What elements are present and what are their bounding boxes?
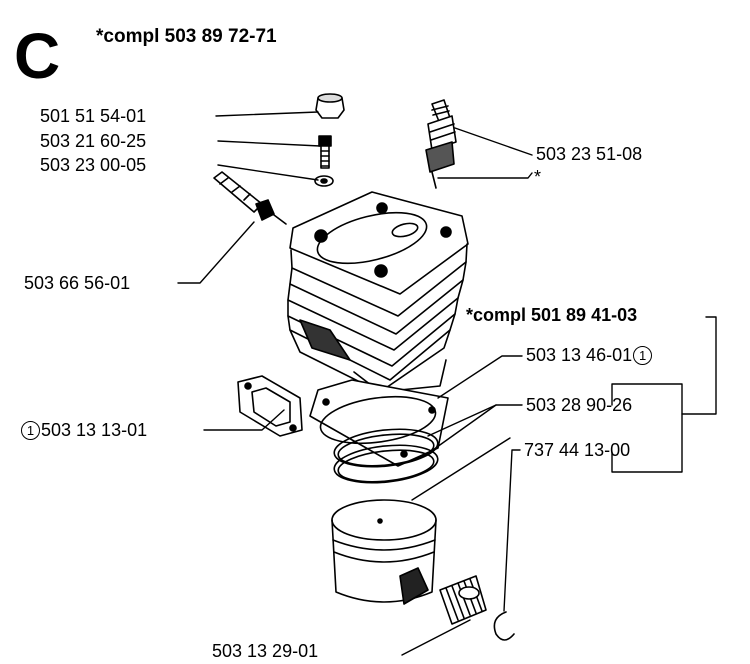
screw-drawing <box>318 135 332 169</box>
part-label-washer: 503 23 00-05 <box>40 155 147 175</box>
base-gasket-number: 503 13 46-01 <box>526 345 633 365</box>
needle-bearing-drawing <box>439 575 487 625</box>
reference-mark: 1 <box>21 421 40 440</box>
base-gasket-drawing <box>309 379 449 467</box>
leader-lines <box>177 111 717 656</box>
cap-drawing <box>315 93 345 119</box>
reference-mark: 1 <box>633 346 653 365</box>
part-label-cylinder: * <box>534 167 542 187</box>
part-label-cap: 501 51 54-01 <box>40 106 147 126</box>
part-label-piston: 737 44 13-00 <box>524 440 631 460</box>
part-label-screw: 503 21 60-25 <box>40 131 147 151</box>
assembly-title: *compl 503 89 72-71 <box>96 26 277 47</box>
spark-plug-drawing <box>425 99 457 189</box>
cylinder-drawing <box>287 191 469 393</box>
part-label-piston-ring: 503 28 90-26 <box>526 395 633 415</box>
exhaust-gasket-drawing <box>237 375 303 437</box>
valve-drawing <box>213 171 287 225</box>
piston-drawing <box>331 499 437 605</box>
part-label-needle-bearing: 503 13 29-01 <box>212 641 319 661</box>
circlip-drawing <box>493 611 515 641</box>
washer-drawing <box>314 175 334 187</box>
part-label-spark-plug: 503 23 51-08 <box>536 144 643 164</box>
section-letter: C <box>14 20 61 92</box>
part-label-sub-assembly: *compl 501 89 41-03 <box>466 305 638 325</box>
exhaust-gasket-number: 503 13 13-01 <box>41 420 148 440</box>
piston-rings-drawing <box>333 428 439 484</box>
part-label-valve: 503 66 56-01 <box>24 273 131 293</box>
